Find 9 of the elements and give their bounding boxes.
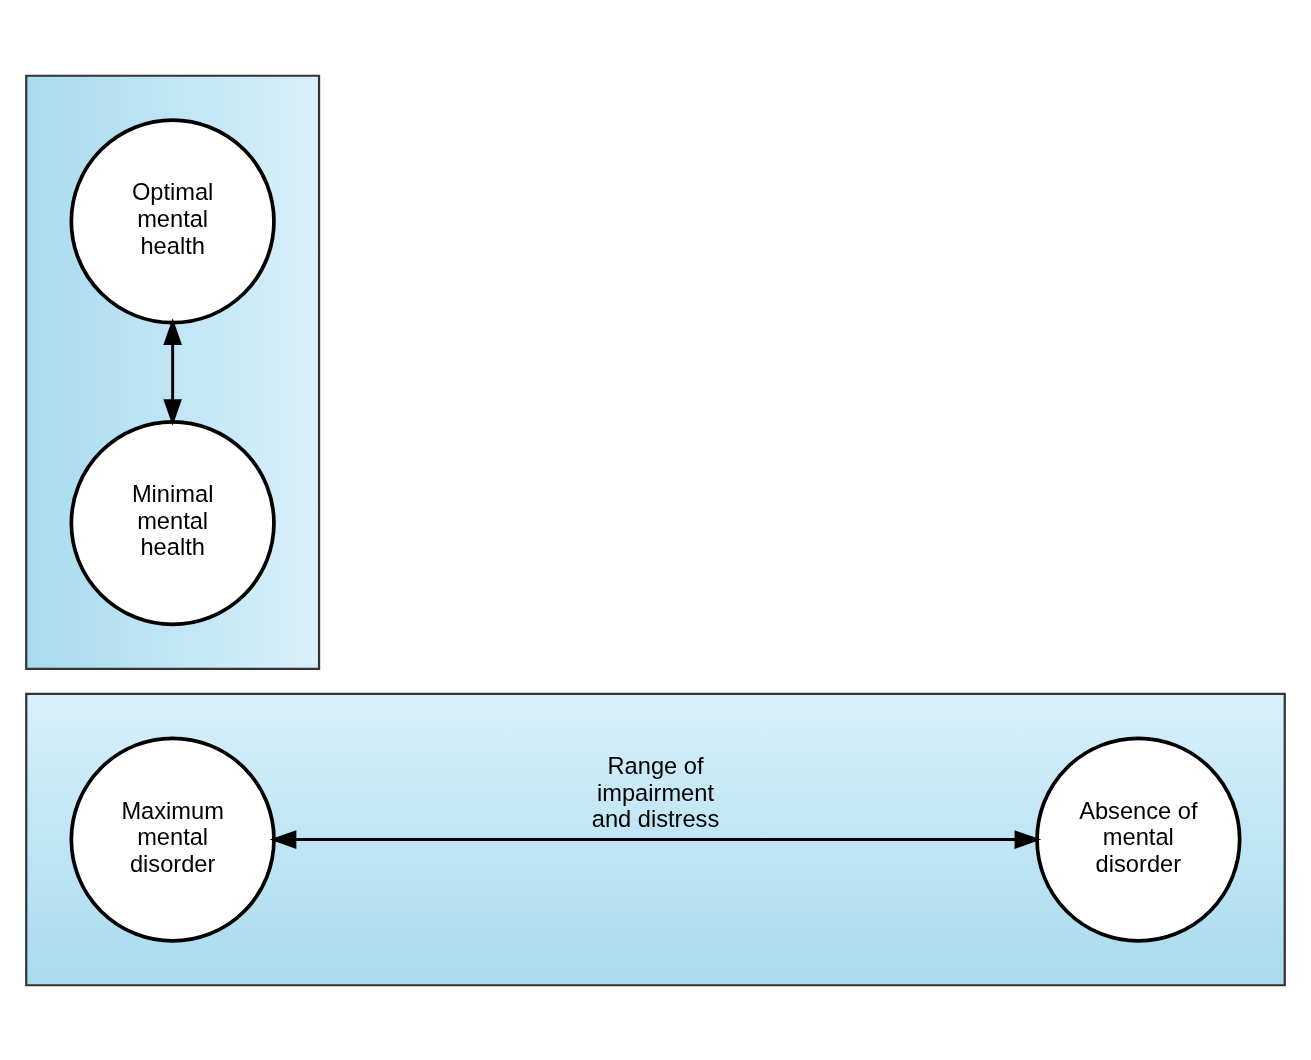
cluster [25, 692, 1286, 986]
arrow [163, 317, 182, 426]
node-circle: Minimal mental health [69, 419, 276, 626]
node-circle: Optimal mental health [69, 117, 276, 325]
cluster [25, 74, 321, 670]
edge-label: Range of impairment and distress [591, 752, 720, 832]
node-circle: Maximum mental disorder [69, 735, 276, 943]
arrow [269, 829, 1042, 849]
node-circle: Absence of mental disorder [1035, 735, 1242, 943]
